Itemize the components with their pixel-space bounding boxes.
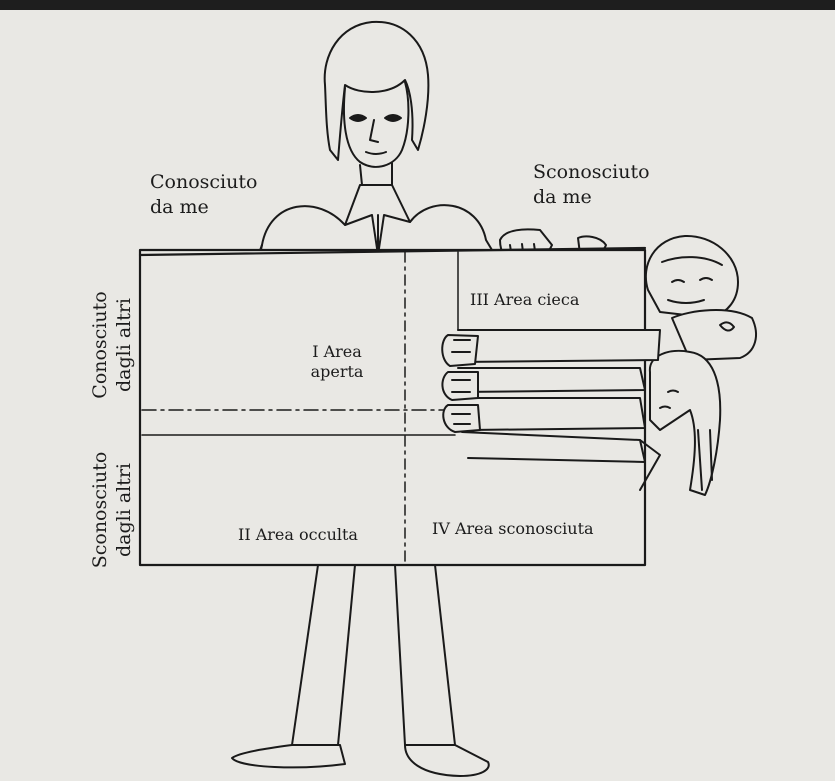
known-to-self-line2: da me [150, 195, 257, 220]
unknown-area-label: IV Area sconosciuta [432, 519, 594, 539]
hidden-area-label: II Area occulta [238, 525, 358, 545]
known-to-others-line2: dagli altri [112, 260, 136, 430]
known-to-self-label: Conosciuto da me [150, 170, 257, 220]
person-head [325, 22, 429, 167]
known-to-self-line1: Conosciuto [150, 170, 257, 195]
person-legs [232, 565, 489, 776]
unknown-to-others-line2: dagli altri [112, 420, 136, 600]
open-area-line1: I Area [302, 342, 372, 362]
known-to-others-line1: Conosciuto [88, 260, 112, 430]
known-to-others-label: Conosciuto dagli altri [78, 90, 138, 430]
unknown-to-self-label: Sconosciuto da me [533, 160, 650, 210]
blind-area-label: III Area cieca [470, 290, 579, 310]
unknown-to-others-line1: Sconosciuto [88, 420, 112, 600]
unknown-to-self-line1: Sconosciuto [533, 160, 650, 185]
open-area-line2: aperta [302, 362, 372, 382]
open-area-label: I Area aperta [302, 342, 372, 382]
unknown-to-self-line2: da me [533, 185, 650, 210]
